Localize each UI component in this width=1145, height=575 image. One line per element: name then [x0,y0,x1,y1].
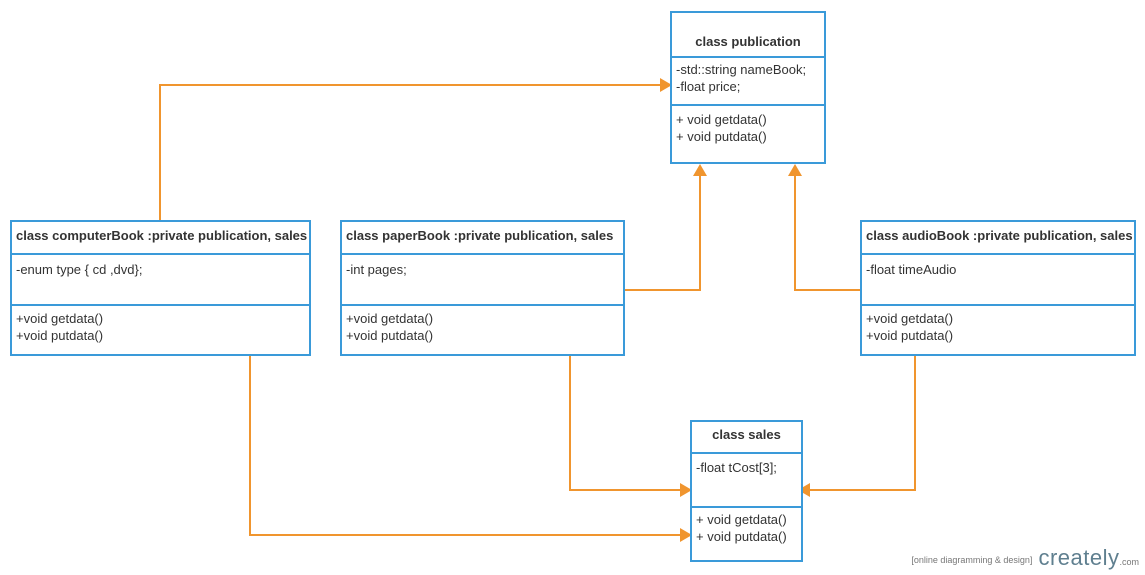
arrowhead-publication-paperbook [693,164,707,176]
class-paperbook-box[interactable]: class paperBook :private publication, sa… [340,220,625,356]
creately-logo: creately [1038,545,1120,570]
class-computerbook-title: class computerBook :private publication,… [16,228,308,243]
connector-audiobook-publication [794,172,860,291]
method: + void putdata() [696,529,787,544]
brand-tagline: [online diagramming & design] [911,555,1033,565]
attribute: -float price; [676,79,741,94]
class-computerbook-title-section: class computerBook :private publication,… [12,222,309,255]
arrowhead-publication-audiobook [788,164,802,176]
class-sales-box[interactable]: class sales -float tCost[3]; + void getd… [690,420,803,562]
attribute: -float timeAudio [866,262,957,277]
attribute: -enum type { cd ,dvd}; [16,262,143,277]
class-publication-box[interactable]: class publication -std::string nameBook;… [670,11,826,164]
class-sales-title-section: class sales [692,422,801,454]
arrowhead-sales-paperbook [680,483,692,497]
connector-computerbook-sales [249,355,682,536]
method: + void getdata() [696,512,787,527]
class-sales-methods: + void getdata() + void putdata() [692,508,801,545]
class-audiobook-attributes: -float timeAudio [862,255,1134,306]
connector-computerbook-publication [159,84,662,220]
connector-paperbook-publication [624,172,701,291]
method: +void getdata() [866,311,954,326]
brand-suffix: .com [1119,557,1139,567]
class-audiobook-title: class audioBook :private publication, sa… [866,228,1133,243]
creately-watermark: [online diagramming & design] creately .… [911,547,1139,569]
arrowhead-sales-audiobook [798,483,810,497]
class-sales-title: class sales [712,427,781,442]
method: +void getdata() [16,311,104,326]
attribute: -int pages; [346,262,407,277]
class-audiobook-box[interactable]: class audioBook :private publication, sa… [860,220,1136,356]
class-publication-title-section: class publication [672,13,824,58]
class-paperbook-attributes: -int pages; [342,255,623,306]
attribute: -float tCost[3]; [696,460,777,475]
connector-paperbook-sales [569,355,682,491]
method: +void putdata() [16,328,104,343]
method: +void putdata() [346,328,434,343]
class-computerbook-methods: +void getdata() +void putdata() [12,306,309,344]
arrowhead-publication-left [660,78,672,92]
class-publication-attributes: -std::string nameBook; -float price; [672,58,824,106]
attribute: -std::string nameBook; [676,62,807,77]
method: + void putdata() [676,129,767,144]
class-computerbook-attributes: -enum type { cd ,dvd}; [12,255,309,306]
class-paperbook-methods: +void getdata() +void putdata() [342,306,623,344]
method: + void getdata() [676,112,767,127]
class-publication-title: class publication [695,34,801,49]
class-audiobook-methods: +void getdata() +void putdata() [862,306,1134,344]
class-paperbook-title: class paperBook :private publication, sa… [346,228,614,243]
connector-audiobook-sales [808,355,916,491]
class-audiobook-title-section: class audioBook :private publication, sa… [862,222,1134,255]
class-paperbook-title-section: class paperBook :private publication, sa… [342,222,623,255]
class-publication-methods: + void getdata() + void putdata() [672,106,824,145]
class-sales-attributes: -float tCost[3]; [692,454,801,508]
arrowhead-sales-computerbook [680,528,692,542]
method: +void putdata() [866,328,954,343]
method: +void getdata() [346,311,434,326]
class-computerbook-box[interactable]: class computerBook :private publication,… [10,220,311,356]
